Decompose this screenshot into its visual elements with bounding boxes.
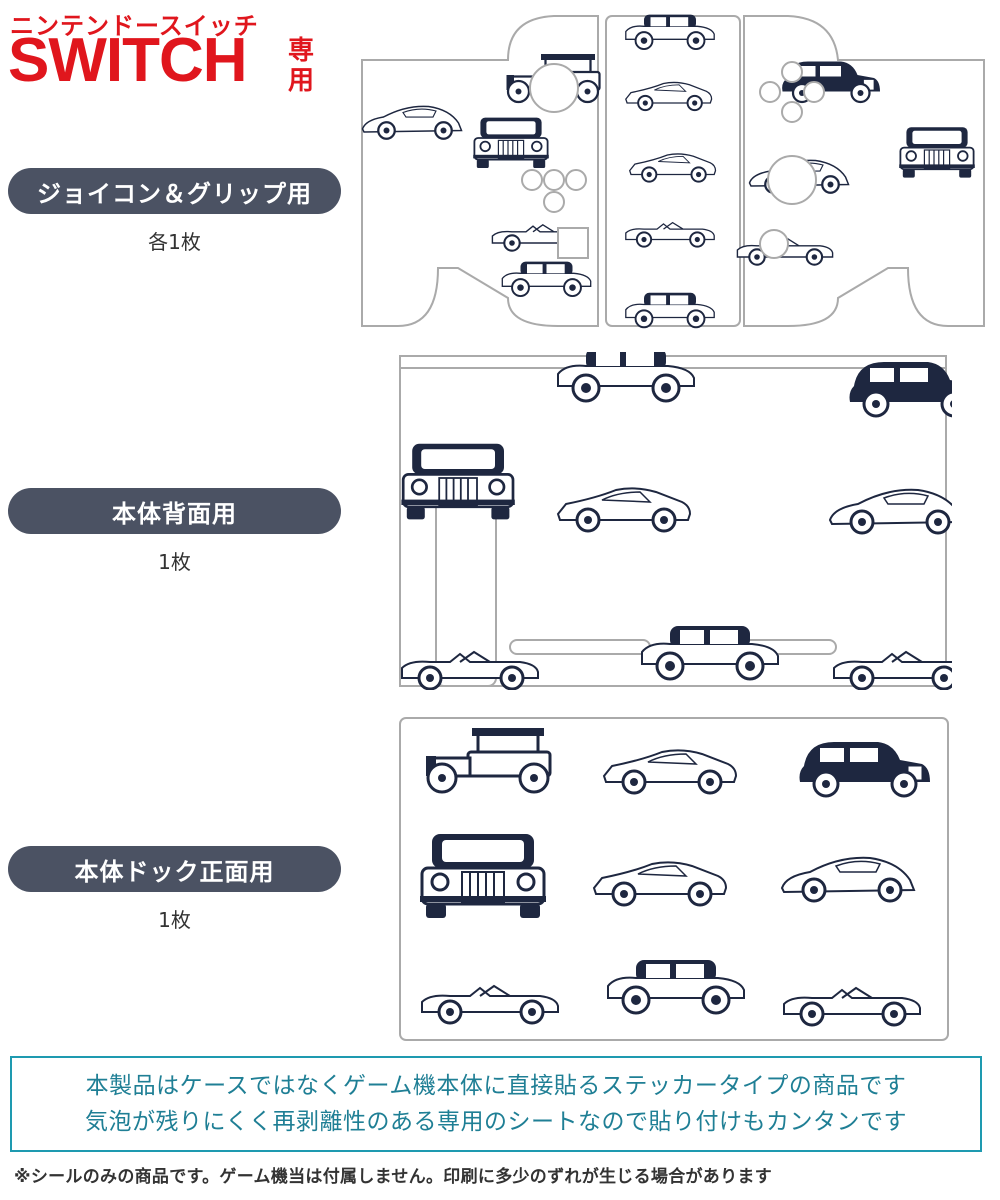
dock-front-sticker [399, 717, 949, 1041]
product-info-box: 本製品はケースではなくゲーム機本体に直接貼るステッカータイプの商品です 気泡が残… [10, 1056, 982, 1152]
section-label-back: 本体背面用 [8, 488, 341, 534]
section-count-dock: 1枚 [158, 908, 191, 932]
back-sticker [399, 352, 952, 690]
brand-title: SWITCH [8, 26, 248, 95]
section-count-joycon: 各1枚 [148, 230, 201, 254]
disclaimer-note: ※シールのみの商品です。ゲーム機当は付属しません。印刷に多少のずれが生じる場合が… [14, 1167, 773, 1187]
section-count-back: 1枚 [158, 550, 191, 574]
joycon-grip-sticker [361, 13, 985, 329]
info-line-2: 気泡が残りにくく再剥離性のある専用のシートなので貼り付けもカンタンです [84, 1109, 908, 1135]
section-label-joycon: ジョイコン＆グリップ用 [8, 168, 341, 214]
brand-side-label: 専用 [288, 36, 315, 96]
info-line-1: 本製品はケースではなくゲーム機本体に直接貼るステッカータイプの商品です [85, 1073, 907, 1099]
brand-subtitle: ニンテンドースイッチ [10, 12, 259, 40]
section-label-dock: 本体ドック正面用 [8, 846, 341, 892]
